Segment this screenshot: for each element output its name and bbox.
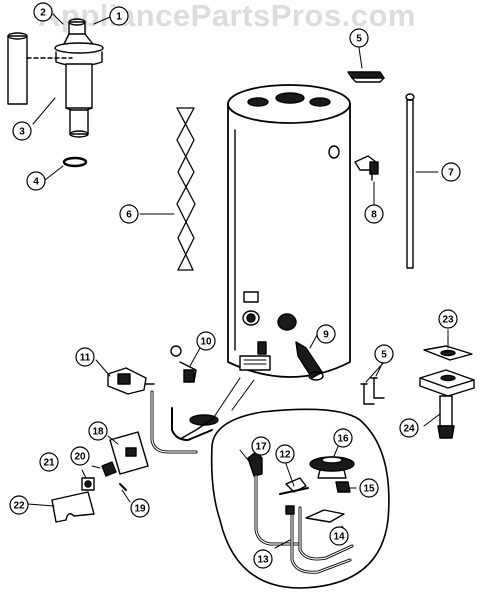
callout-14: 14 (329, 526, 349, 546)
draft-hood-part (54, 18, 104, 138)
callout-number: 3 (19, 127, 25, 138)
callout-number: 16 (337, 434, 349, 445)
leg-brackets-part (360, 377, 385, 405)
callout-number: 19 (134, 504, 146, 515)
access-panel-part (109, 431, 149, 475)
callout-12: 12 (275, 444, 295, 464)
igniter-part (101, 461, 117, 477)
callout-11: 11 (75, 347, 95, 367)
callout-16: 16 (333, 428, 353, 448)
callout-5: 5 (349, 28, 369, 48)
callout-number: 21 (43, 458, 55, 469)
callout-17: 17 (251, 436, 271, 456)
callout-19: 19 (130, 498, 150, 518)
anode-rod-part (405, 93, 415, 269)
callout-number: 12 (279, 450, 291, 461)
gas-fitting-part (170, 345, 197, 383)
water-heater-tank (227, 84, 351, 378)
detail-part-11 (279, 477, 309, 495)
callout-1: 1 (109, 6, 129, 26)
thermostat-part (107, 367, 155, 395)
callout-9: 9 (316, 324, 336, 344)
callout-number: 7 (448, 168, 454, 179)
callout-8: 8 (364, 204, 384, 224)
callout-10: 10 (196, 331, 216, 351)
callout-number: 18 (92, 427, 104, 438)
flue-baffle-part (176, 107, 196, 271)
callout-15: 15 (359, 478, 379, 498)
burner-plate-part (423, 345, 473, 361)
callout-number: 5 (381, 350, 387, 361)
callout-2: 2 (33, 2, 53, 22)
grommet-part (81, 477, 95, 491)
callout-number: 4 (33, 177, 39, 188)
callout-18: 18 (88, 421, 108, 441)
callout-number: 15 (363, 484, 375, 495)
callout-5: 5 (374, 344, 394, 364)
burner-part (419, 369, 475, 439)
callout-7: 7 (441, 162, 461, 182)
callout-24: 24 (399, 418, 419, 438)
callout-21: 21 (39, 452, 59, 472)
vent-pipe-part (7, 32, 73, 105)
relief-valve-part (354, 155, 379, 181)
callout-number: 6 (126, 210, 132, 221)
callout-6: 6 (119, 204, 139, 224)
callout-number: 13 (257, 555, 269, 566)
callout-number: 9 (323, 330, 329, 341)
drain-valve-part (295, 341, 324, 381)
watermark: AppliancePartsPros.com (38, 0, 416, 33)
detail-part-16 (309, 456, 355, 479)
callout-number: 23 (442, 315, 454, 326)
callout-number: 24 (403, 424, 415, 435)
callout-22: 22 (9, 495, 29, 515)
leader-lines (27, 13, 449, 549)
washer-part (62, 156, 88, 168)
callout-number: 17 (255, 442, 267, 453)
screw-part (119, 483, 127, 491)
callout-23: 23 (438, 309, 458, 329)
callout-3: 3 (12, 121, 32, 141)
callout-13: 13 (253, 549, 273, 569)
callout-number: 2 (40, 8, 46, 19)
callout-number: 11 (80, 353, 91, 364)
callout-number: 5 (356, 34, 362, 45)
callout-number: 1 (116, 12, 122, 23)
bracket-part (347, 71, 385, 83)
callout-number: 20 (74, 452, 86, 463)
callout-number: 10 (200, 337, 212, 348)
callout-number: 14 (333, 532, 345, 543)
callout-4: 4 (26, 171, 46, 191)
callout-20: 20 (70, 446, 90, 466)
detail-tubes-12-13 (285, 505, 354, 574)
gasket-part (51, 491, 95, 523)
callout-number: 8 (371, 210, 377, 221)
callout-number: 22 (13, 501, 25, 512)
detail-part-14 (335, 481, 351, 493)
burner-assembly (150, 390, 219, 454)
